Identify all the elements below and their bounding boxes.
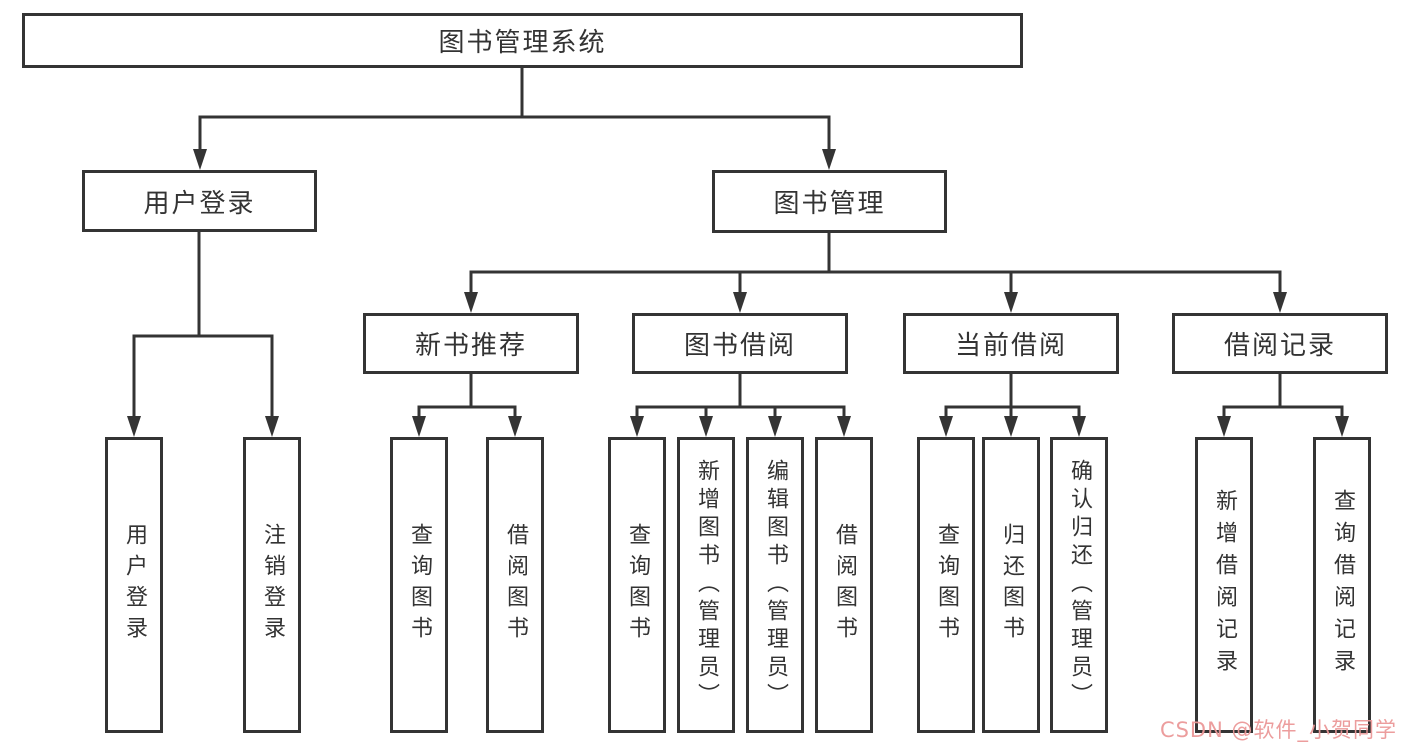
leaf-add-borrow-record-label: 新增借阅记录 [1212, 489, 1237, 681]
leaf-query-books-current-label: 查询图书 [934, 523, 959, 647]
arrow-down-icon [265, 416, 279, 437]
arrowheads [127, 149, 1349, 437]
arrow-down-icon [127, 416, 141, 437]
arrow-down-icon [193, 149, 207, 170]
leaf-add-books-admin: 新增图书（管理员） [677, 437, 735, 733]
leaf-query-books-recommend-label: 查询图书 [407, 523, 432, 647]
connector-level2-rail [198, 115, 831, 150]
leaf-add-borrow-record: 新增借阅记录 [1195, 437, 1253, 733]
watermark-text: CSDN @软件_小贺同学 [1159, 718, 1397, 742]
leaf-query-books-borrowing: 查询图书 [608, 437, 666, 733]
arrow-down-icon [1217, 416, 1231, 437]
arrow-down-icon [1004, 416, 1018, 437]
leaf-confirm-return-admin-label: 确认归还（管理员） [1067, 459, 1092, 711]
arrow-down-icon [1273, 292, 1287, 313]
arrow-down-icon [508, 416, 522, 437]
leaf-edit-books-admin: 编辑图书（管理员） [746, 437, 804, 733]
arrow-down-icon [1004, 292, 1018, 313]
leaf-user-login-label: 用户登录 [122, 523, 147, 647]
node-book-borrowing: 图书借阅 [632, 313, 848, 374]
leaf-edit-books-admin-label: 编辑图书（管理员） [763, 459, 788, 711]
arrow-down-icon [939, 416, 953, 437]
arrow-down-icon [699, 416, 713, 437]
node-book-borrowing-label: 图书借阅 [683, 331, 796, 361]
leaf-query-books-borrowing-label: 查询图书 [625, 523, 650, 647]
leaf-return-books-label: 归还图书 [999, 523, 1024, 647]
leaf-user-login: 用户登录 [105, 437, 163, 733]
arrow-down-icon [822, 149, 836, 170]
node-new-book-recommendation-label: 新书推荐 [414, 331, 527, 361]
leaf-confirm-return-admin: 确认归还（管理员） [1050, 437, 1108, 733]
arrow-down-icon [1335, 416, 1349, 437]
arrow-down-icon [464, 292, 478, 313]
node-book-management: 图书管理 [712, 170, 947, 233]
node-borrowing-records: 借阅记录 [1172, 313, 1388, 374]
leaf-borrow-books-borrowing-label: 借阅图书 [832, 523, 857, 647]
arrow-down-icon [733, 292, 747, 313]
leaf-query-books-current: 查询图书 [917, 437, 975, 733]
node-borrowing-records-label: 借阅记录 [1223, 331, 1336, 361]
leaf-logout: 注销登录 [243, 437, 301, 733]
connector-userlogin-rail [132, 334, 274, 419]
connector-paths [132, 68, 1344, 419]
leaf-logout-label: 注销登录 [260, 523, 285, 647]
connector-records-rail [1222, 405, 1344, 419]
node-current-borrowing: 当前借阅 [903, 313, 1119, 374]
node-user-login-label: 用户登录 [143, 188, 256, 219]
connector-newbook-rail [417, 405, 517, 419]
leaf-query-books-recommend: 查询图书 [390, 437, 448, 733]
arrow-down-icon [630, 416, 644, 437]
leaf-query-borrow-record: 查询借阅记录 [1313, 437, 1371, 733]
node-current-borrowing-label: 当前借阅 [954, 331, 1067, 361]
node-library-system: 图书管理系统 [22, 13, 1023, 68]
leaf-borrow-books-borrowing: 借阅图书 [815, 437, 873, 733]
leaf-return-books: 归还图书 [982, 437, 1040, 733]
arrow-down-icon [412, 416, 426, 437]
connector-level3-rail [469, 270, 1282, 293]
leaf-query-borrow-record-label: 查询借阅记录 [1330, 489, 1355, 681]
leaf-borrow-books-recommend-label: 借阅图书 [503, 523, 528, 647]
node-library-system-label: 图书管理系统 [438, 28, 607, 58]
arrow-down-icon [837, 416, 851, 437]
leaf-borrow-books-recommend: 借阅图书 [486, 437, 544, 733]
arrow-down-icon [768, 416, 782, 437]
leaf-add-books-admin-label: 新增图书（管理员） [694, 459, 719, 711]
node-new-book-recommendation: 新书推荐 [363, 313, 579, 374]
arrow-down-icon [1072, 416, 1086, 437]
node-book-management-label: 图书管理 [773, 189, 886, 219]
connector-borrow-rail [635, 405, 846, 419]
node-user-login: 用户登录 [82, 170, 317, 232]
